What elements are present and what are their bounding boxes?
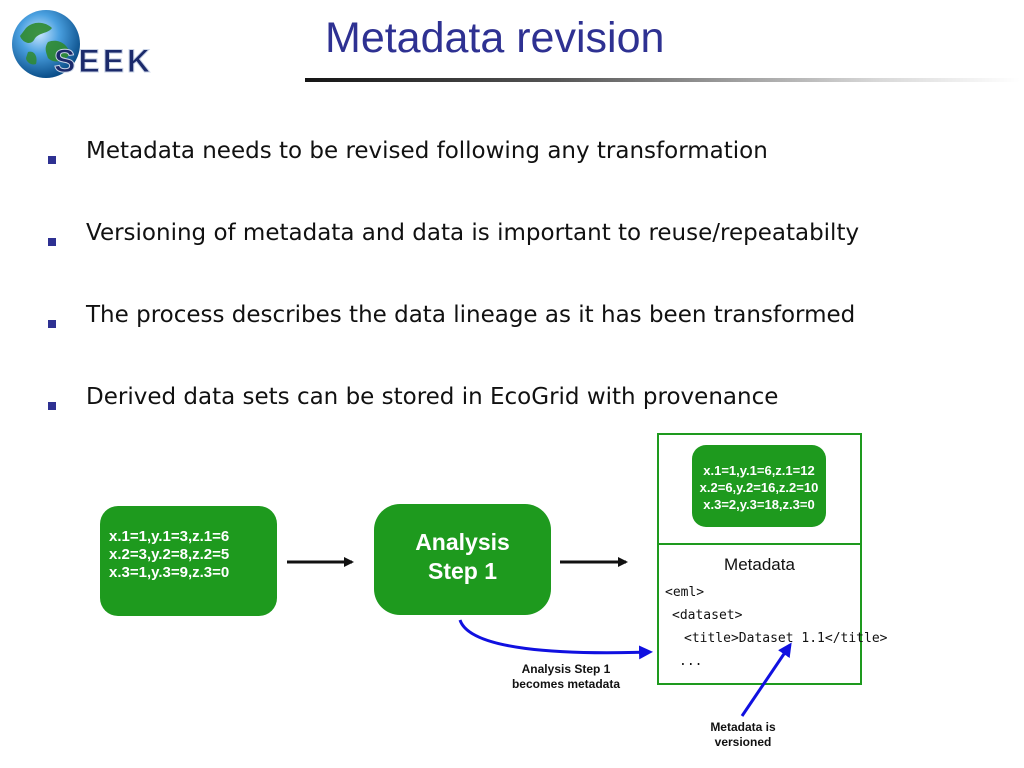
input-data-line: x.3=1,y.3=9,z.3=0 bbox=[109, 564, 230, 581]
bullet-text: The process describes the data lineage a… bbox=[86, 302, 856, 328]
version-arrow-icon bbox=[740, 642, 792, 717]
analysis-label: Analysis bbox=[415, 529, 510, 555]
input-data-box: x.1=1,y.1=3,z.1=6 x.2=3,y.2=8,z.2=5 x.3=… bbox=[100, 506, 277, 616]
metadata-line: <eml> bbox=[665, 585, 705, 600]
note-line: versioned bbox=[714, 735, 772, 749]
output-data-box: x.1=1,y.1=6,z.1=12 x.2=6,y.2=16,z.2=10 x… bbox=[692, 445, 826, 527]
note-metadata-versioned: Metadata is versioned bbox=[688, 720, 798, 750]
bullet-square-icon bbox=[48, 156, 56, 164]
analysis-label: Step 1 bbox=[427, 558, 498, 584]
output-data-line: x.2=6,y.2=16,z.2=10 bbox=[699, 480, 819, 495]
panel-divider bbox=[659, 543, 860, 545]
output-dataset-panel: x.1=1,y.1=6,z.1=12 x.2=6,y.2=16,z.2=10 x… bbox=[657, 433, 888, 685]
logo-text: SEEK bbox=[54, 43, 153, 79]
bullet-text: Versioning of metadata and data is impor… bbox=[86, 220, 860, 246]
bullet-square-icon bbox=[48, 320, 56, 328]
metadata-heading: Metadata bbox=[724, 555, 795, 574]
input-data-line: x.1=1,y.1=3,z.1=6 bbox=[109, 528, 230, 545]
input-data-line: x.2=3,y.2=8,z.2=5 bbox=[109, 546, 230, 563]
output-data-line: x.1=1,y.1=6,z.1=12 bbox=[703, 463, 815, 478]
metadata-line: <title>Dataset 1.1</title> bbox=[684, 631, 888, 646]
lineage-arrow-icon bbox=[458, 619, 653, 660]
metadata-line: ... bbox=[679, 654, 703, 669]
note-line: becomes metadata bbox=[511, 677, 621, 691]
metadata-line: <dataset> bbox=[672, 608, 743, 623]
analysis-step-box: Analysis Step 1 bbox=[374, 504, 551, 615]
bullet-text: Metadata needs to be revised following a… bbox=[86, 138, 768, 164]
note-line: Metadata is bbox=[710, 720, 776, 734]
title-underline bbox=[305, 78, 1020, 82]
bullet-square-icon bbox=[48, 238, 56, 246]
output-data-line: x.3=2,y.3=18,z.3=0 bbox=[703, 497, 815, 512]
page-title: Metadata revision bbox=[325, 14, 665, 62]
seek-logo: SEEK bbox=[8, 8, 178, 82]
globe-icon: SEEK bbox=[12, 10, 153, 80]
note-line: Analysis Step 1 bbox=[521, 662, 611, 676]
bullet-square-icon bbox=[48, 402, 56, 410]
bullet-text: Derived data sets can be stored in EcoGr… bbox=[86, 384, 779, 410]
note-analysis-becomes-metadata: Analysis Step 1 becomes metadata bbox=[496, 662, 636, 692]
